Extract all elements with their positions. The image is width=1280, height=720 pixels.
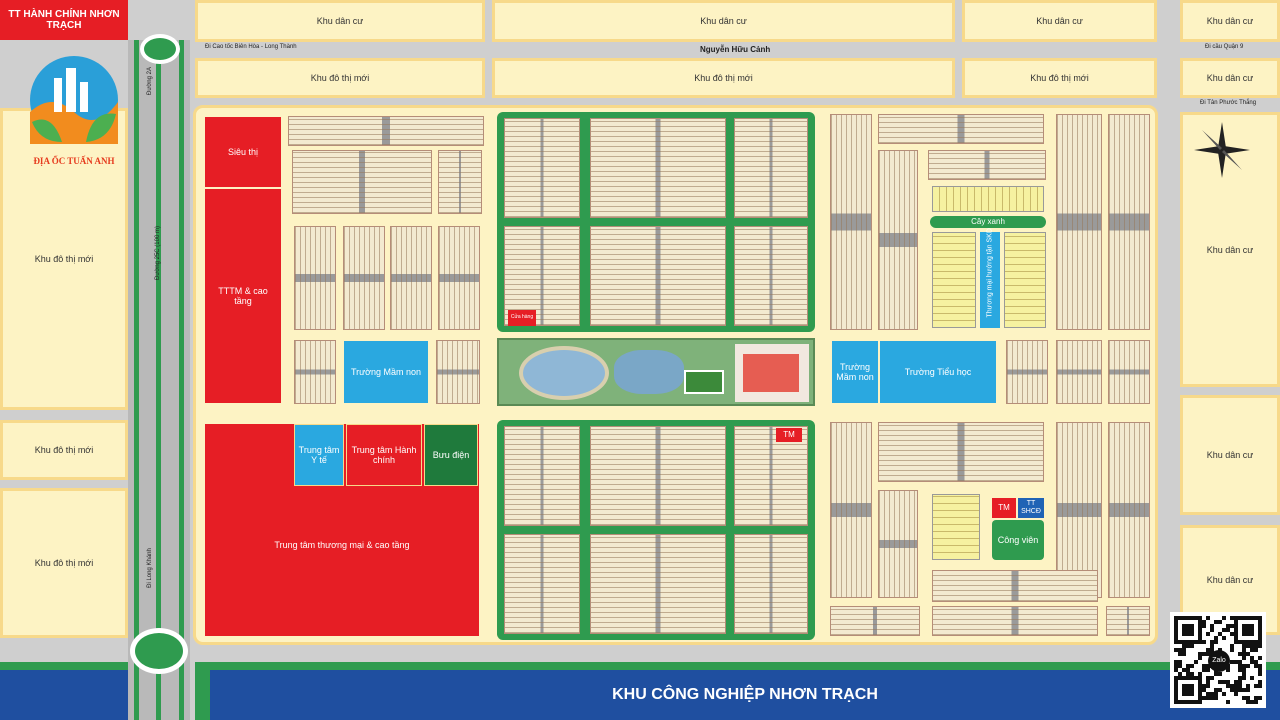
- residential-zone-top-2: Khu dân cư: [492, 0, 955, 42]
- new-urban-zone-2: Khu đô thị mới: [492, 58, 955, 98]
- lot-block: [1108, 422, 1150, 598]
- lot-block: [830, 114, 872, 330]
- lot-block: [932, 606, 1098, 636]
- lot-block: [928, 150, 1046, 180]
- lot-block: [1056, 340, 1102, 404]
- trung-tam-hanh-chinh: Trung tâm Hành chính: [346, 424, 422, 486]
- lot-block: [288, 116, 484, 146]
- yellow-lots: [932, 186, 1044, 212]
- residential-zone-top-4: Khu dân cư: [1180, 0, 1280, 42]
- qr-code[interactable]: Zalo: [1170, 612, 1266, 708]
- industrial-zone-label: KHU CÔNG NGHIỆP NHƠN TRẠCH: [210, 670, 1280, 720]
- logo-brand: ĐỊA ỐC TUẤN ANH: [33, 156, 115, 166]
- lot-block: [878, 422, 1044, 482]
- buu-dien: Bưu điện: [424, 424, 478, 486]
- new-urban-zone-3: Khu đô thị mới: [962, 58, 1157, 98]
- new-urban-zone-left-3: Khu đô thị mới: [0, 488, 128, 638]
- lot-block: [590, 426, 726, 526]
- lot-block: [878, 490, 918, 598]
- lot-block: [878, 150, 918, 330]
- lot-block: [830, 606, 920, 636]
- truong-tieu-hoc: Trường Tiểu học: [880, 341, 996, 403]
- lot-block: [292, 150, 432, 214]
- lot-block: [590, 226, 726, 326]
- thuong-mai-label: Thương mại hướng tận SKD: [986, 228, 994, 318]
- lot-block: [294, 340, 336, 404]
- lot-block: [504, 118, 580, 218]
- lot-block: [343, 226, 385, 330]
- roundabout-bottom: [130, 628, 188, 674]
- duong-25c-road: [128, 40, 190, 720]
- lot-block: [1108, 114, 1150, 330]
- road-label-2a: Đường 2A: [147, 67, 153, 95]
- residential-zone-top-3: Khu dân cư: [962, 0, 1157, 42]
- central-park: [497, 338, 815, 406]
- lot-block: [504, 226, 580, 326]
- lot-block: [734, 118, 808, 218]
- road-label-25c: Đường 25C (100 m): [155, 226, 161, 280]
- residential-zone-right-2: Khu dân cư: [1180, 395, 1280, 515]
- truong-mam-non-right: Trường Mầm non: [832, 341, 878, 403]
- tm-label-top: TM: [776, 428, 802, 442]
- lot-block: [932, 570, 1098, 602]
- lot-block: [504, 534, 580, 634]
- logo: ĐỊA ỐC TUẤN ANH: [22, 52, 126, 172]
- road-label-highway: Đi Cao tốc Biên Hòa - Long Thành: [205, 44, 297, 50]
- lot-block: [1006, 340, 1048, 404]
- new-urban-zone-left-1: Khu đô thị mới: [0, 108, 128, 410]
- zalo-icon: Zalo: [1208, 650, 1230, 672]
- industrial-zone-left: [0, 670, 128, 720]
- yellow-lots: [932, 232, 976, 328]
- yellow-lots: [932, 494, 980, 560]
- residential-zone-top-1: Khu dân cư: [195, 0, 485, 42]
- sieu-thi: Siêu thị: [205, 117, 281, 187]
- lot-block: [734, 226, 808, 326]
- lot-block: [438, 150, 482, 214]
- lot-block: [294, 226, 336, 330]
- trung-tam-tm-label: Trung tâm thương mại & cao tầng: [274, 539, 410, 550]
- lot-block: [734, 534, 808, 634]
- lot-block: [830, 422, 872, 598]
- lot-block: [1056, 114, 1102, 330]
- lot-block: [878, 114, 1044, 144]
- lot-block: [590, 118, 726, 218]
- cong-vien: Công viên: [992, 520, 1044, 560]
- lot-block: [1056, 422, 1102, 598]
- truong-mam-non-left: Trường Mầm non: [344, 341, 428, 403]
- lot-block: [734, 426, 808, 526]
- tttm-cao-tang: TTTM & cao tầng: [205, 189, 281, 403]
- lot-block: [590, 534, 726, 634]
- cay-xanh: Cây xanh: [930, 216, 1046, 228]
- lot-block: [1108, 340, 1150, 404]
- roundabout-top: [140, 34, 180, 64]
- lot-block: [504, 426, 580, 526]
- lot-block: [1106, 606, 1150, 636]
- trung-tam-yte: Trung tâm Y tế: [294, 424, 344, 486]
- lot-block: [390, 226, 432, 330]
- admin-center-title: TT HÀNH CHÍNH NHƠN TRẠCH: [0, 0, 128, 40]
- lot-block: [436, 340, 480, 404]
- road-label-long-khanh: Đi Long Khánh: [147, 548, 153, 588]
- tt-shcd: TT SHCĐ: [1018, 498, 1044, 518]
- road-label-tan-phuoc: Đi Tân Phước Thắng: [1200, 100, 1257, 106]
- thuong-mai-strip: [980, 232, 1000, 328]
- small-shop: Cửa hàng: [508, 310, 536, 326]
- lot-block: [438, 226, 480, 330]
- compass-icon: [1190, 118, 1254, 182]
- road-label-to-q9: Đi cầu Quận 9: [1205, 44, 1244, 50]
- road-label-nguyen-huu-canh: Nguyễn Hữu Cảnh: [700, 45, 771, 54]
- new-urban-zone-1: Khu đô thị mới: [195, 58, 485, 98]
- new-urban-zone-left-2: Khu đô thị mới: [0, 420, 128, 480]
- tm-label-right: TM: [992, 498, 1016, 518]
- logo-icon: [30, 56, 118, 144]
- yellow-lots: [1004, 232, 1046, 328]
- residential-zone-right-top: Khu dân cư: [1180, 58, 1280, 98]
